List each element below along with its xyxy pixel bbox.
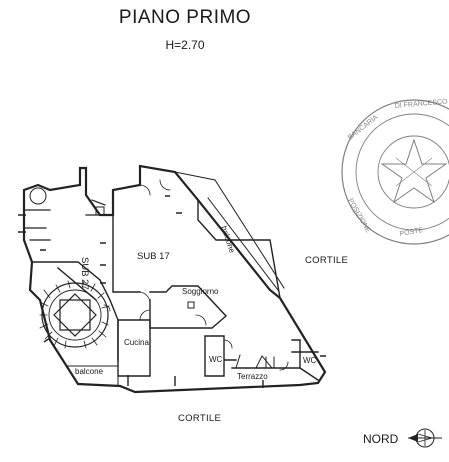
- ceiling-height-label: H=2.70: [165, 38, 205, 52]
- outdoor-label-cortile-right: CORTILE: [305, 255, 349, 266]
- room-label-wc-right: WC: [303, 356, 317, 365]
- room-label-sub27: SUB 27: [79, 257, 90, 290]
- room-label-sub17: SUB 17: [137, 251, 170, 262]
- room-label-wc-left: WC: [209, 355, 223, 364]
- outdoor-label-cortile-bottom: CORTILE: [178, 413, 222, 424]
- room-label-terrazzo: Terrazzo: [237, 372, 268, 381]
- north-label: NORD: [363, 432, 399, 446]
- room-label-soggiorno: Soggiorno: [182, 287, 219, 296]
- room-label-cucina: Cucina: [124, 338, 149, 347]
- plan-title: PIANO PRIMO: [118, 7, 252, 28]
- room-label-balcone-bottom: balcone: [75, 367, 104, 376]
